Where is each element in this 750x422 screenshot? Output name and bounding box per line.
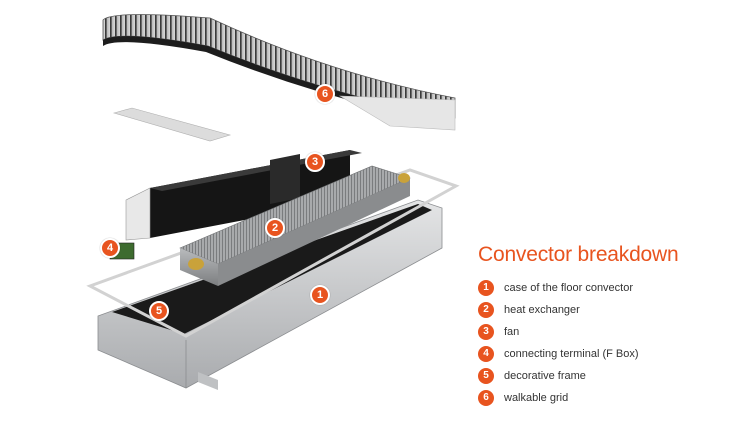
marker-6: 6 (315, 84, 335, 104)
legend-item-fan: 3 fan (478, 321, 738, 343)
legend-number: 5 (478, 368, 494, 384)
heat-exchanger (179, 165, 411, 286)
walkable-grid (102, 14, 456, 131)
marker-1: 1 (310, 285, 330, 305)
legend-number: 3 (478, 324, 494, 340)
legend: Convector breakdown 1 case of the floor … (478, 243, 738, 409)
floor-convector-case (97, 199, 443, 390)
legend-label: decorative frame (504, 370, 586, 382)
marker-3: 3 (305, 152, 325, 172)
marker-2: 2 (265, 218, 285, 238)
legend-number: 2 (478, 302, 494, 318)
legend-item-frame: 5 decorative frame (478, 365, 738, 387)
legend-number: 4 (478, 346, 494, 362)
legend-label: walkable grid (504, 392, 569, 404)
legend-label: case of the floor convector (504, 282, 634, 294)
legend-label: connecting terminal (F Box) (504, 348, 639, 360)
marker-5: 5 (149, 301, 169, 321)
legend-item-case: 1 case of the floor convector (478, 277, 738, 299)
legend-item-terminal: 4 connecting terminal (F Box) (478, 343, 738, 365)
fan-unit (125, 150, 362, 241)
legend-label: heat exchanger (504, 304, 580, 316)
legend-title: Convector breakdown (478, 243, 679, 266)
legend-number: 1 (478, 280, 494, 296)
marker-4: 4 (100, 238, 120, 258)
legend-label: fan (504, 326, 520, 338)
legend-number: 6 (478, 390, 494, 406)
cover-plate (112, 107, 232, 142)
legend-item-grid: 6 walkable grid (478, 387, 738, 409)
legend-item-heat-exchanger: 2 heat exchanger (478, 299, 738, 321)
